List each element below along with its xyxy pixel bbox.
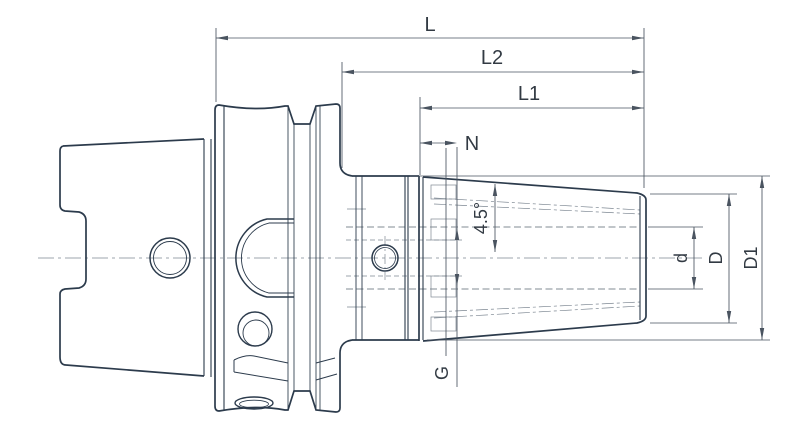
counterbore-hole-inner	[242, 319, 270, 347]
flange	[214, 103, 353, 413]
horseshoe-cutout-inner	[240, 222, 294, 294]
arrow-D1-down	[759, 328, 765, 340]
step-rect	[430, 184, 457, 200]
dim-label-L: L	[424, 14, 435, 36]
counterbore-hole-outer	[237, 311, 273, 347]
taper-outline	[422, 176, 647, 342]
shank-bottom-edge	[65, 364, 205, 377]
shank-end-lines	[203, 139, 212, 377]
collar-hole-outer	[371, 244, 399, 272]
taper-body	[418, 176, 647, 342]
shank-hole-outer	[149, 237, 191, 279]
dim-label-G: G	[432, 366, 452, 380]
arrow-L1-left	[420, 105, 432, 111]
arrow-D-up	[726, 194, 732, 206]
collar-ring-verticals	[404, 176, 409, 340]
dim-label-N: N	[465, 133, 479, 155]
arrow-G-down	[454, 274, 460, 286]
dimension-labels: L L2 L1 N 4.5° G d D D1	[424, 14, 760, 380]
bottom-oval-hole-outer	[234, 396, 274, 410]
flange-slot-wedge	[233, 355, 338, 382]
arrow-angle-down	[492, 240, 498, 252]
step-rect	[430, 316, 457, 332]
flange-rib-lines	[287, 105, 321, 411]
horseshoe-cutout-outer	[235, 218, 294, 298]
dimension-lines	[215, 28, 770, 387]
shank-hole-inner	[153, 241, 187, 275]
arrow-d-up	[691, 227, 697, 239]
arrow-L-right	[632, 35, 644, 41]
dim-label-L2: L2	[481, 47, 503, 69]
arrow-G-up	[454, 228, 460, 240]
thread-step-features	[430, 184, 457, 332]
shank-top-edge	[62, 138, 205, 147]
collar	[352, 175, 419, 341]
ext-D	[650, 193, 737, 324]
ext-D1	[410, 175, 770, 341]
collar-step-lines	[347, 208, 366, 308]
arrow-D1-up	[759, 176, 765, 188]
dim-label-taper-angle: 4.5°	[471, 202, 491, 234]
dim-label-D1: D1	[741, 246, 761, 269]
flange-top-profile	[214, 103, 353, 177]
shank	[59, 138, 212, 377]
arrow-L2-left	[342, 69, 354, 75]
arrow-L1-right	[632, 105, 644, 111]
hidden-lines	[346, 184, 641, 332]
dim-label-d: d	[671, 253, 691, 263]
groove-bottom-lines	[293, 124, 311, 391]
arrow-angle-up	[492, 184, 498, 196]
step-rect	[430, 218, 457, 241]
shank-left-edge-with-notch	[59, 145, 87, 366]
arrow-N-right	[445, 140, 457, 146]
arrow-L2-right	[632, 69, 644, 75]
arrow-D-down	[726, 311, 732, 323]
dim-label-L1: L1	[518, 83, 540, 105]
arrow-L-left	[216, 35, 228, 41]
collar-step-verticals	[355, 176, 363, 340]
dimension-arrows	[216, 35, 765, 340]
arrow-N-left	[420, 140, 432, 146]
bottom-oval-hole-inner	[239, 399, 269, 409]
dim-label-D: D	[706, 252, 726, 265]
arrow-d-down	[691, 277, 697, 289]
collar-hole-inner	[374, 247, 396, 269]
step-rect	[430, 275, 457, 298]
